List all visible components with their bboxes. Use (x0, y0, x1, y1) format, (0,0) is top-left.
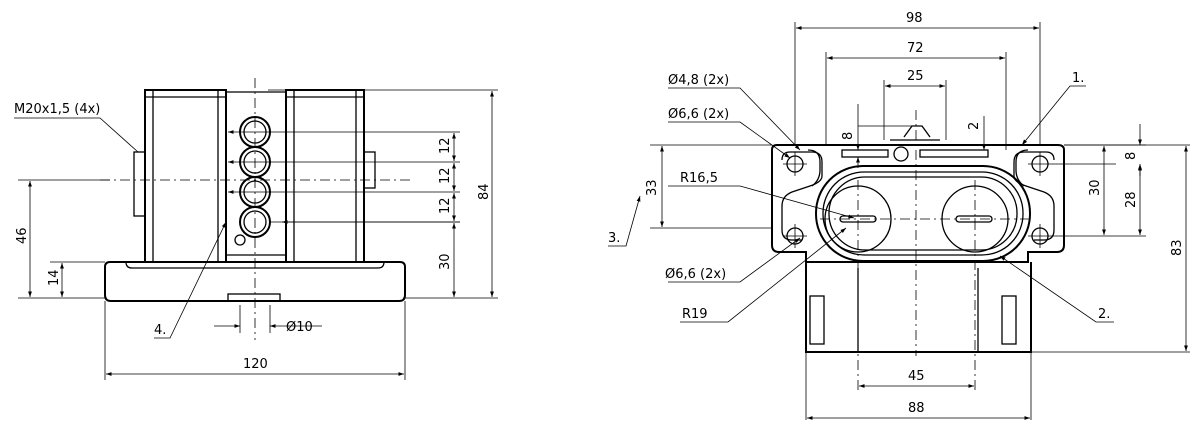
leader-callout-3 (608, 195, 641, 247)
front-view: M20x1,5 (4x) 120 84 46 14 30 12 12 12 Ø1… (14, 78, 498, 380)
callout-2-label: 2. (1098, 307, 1110, 322)
leader-d66-bottom (668, 237, 801, 283)
thread-label: M20x1,5 (4x) (14, 102, 100, 117)
top-bar-left (841, 149, 889, 158)
callout-1-label: 1. (1072, 71, 1084, 86)
leader-d48 (668, 87, 801, 151)
oval-middle (822, 171, 1024, 256)
leader-r19 (680, 227, 847, 323)
dim-12a-label: 12 (438, 137, 453, 154)
dim-14-label: 14 (47, 269, 62, 286)
top-pin (893, 146, 909, 162)
top-bar-right (919, 149, 989, 158)
lower-body-outline (805, 262, 1032, 353)
dim-30-label: 30 (438, 253, 453, 270)
top-tab (903, 125, 931, 138)
left-housing-outline (144, 89, 227, 263)
dim-2-label: 2 (967, 122, 982, 130)
leader-callout-2 (999, 255, 1114, 323)
dim-98-label: 98 (906, 11, 923, 26)
oval-inner (828, 176, 1018, 251)
hole-d66-top-label: Ø6,6 (2x) (668, 107, 729, 122)
dim-d10-label: Ø10 (286, 320, 313, 335)
radius-19-label: R19 (682, 307, 708, 322)
base-slot (227, 293, 281, 302)
top-view: 98 72 25 8 2 Ø4,8 (2x) Ø6,6 (2x) R16,5 Ø… (608, 11, 1190, 420)
right-thread-stub (363, 151, 376, 189)
dim-12b-label: 12 (438, 167, 453, 184)
hole-d48-label: Ø4,8 (2x) (668, 73, 729, 88)
dim-8-right-label: 8 (1124, 152, 1139, 160)
radius-165-label: R16,5 (680, 171, 718, 186)
lower-slot-right (1001, 295, 1017, 345)
dim-12c-label: 12 (438, 197, 453, 214)
dim-30-label: 30 (1088, 179, 1103, 196)
dim-33-label: 33 (645, 179, 660, 196)
dim-45-label: 45 (908, 369, 925, 384)
clamp-arm-right (1015, 149, 1029, 187)
callout-3-label: 3. (608, 231, 620, 246)
thread-leader (14, 117, 139, 153)
dim-83-label: 83 (1170, 239, 1185, 256)
dim-8-left-label: 8 (841, 132, 856, 140)
dim-25-label: 25 (907, 69, 924, 84)
dim-84-label: 84 (477, 183, 492, 200)
dim-88-label: 88 (908, 401, 925, 416)
leader-r165 (668, 185, 855, 219)
clamp-arm-left (807, 149, 821, 187)
callout-4-leader (154, 221, 227, 339)
dim-28-label: 28 (1124, 191, 1139, 208)
flange-inner-left (781, 151, 823, 241)
right-housing-outline (285, 89, 365, 263)
leader-callout-1 (1021, 85, 1086, 146)
small-pin (234, 234, 246, 246)
callout-4-label: 4. (154, 323, 166, 338)
dim-120-label: 120 (243, 357, 268, 372)
oval-outer (815, 165, 1031, 262)
base-plate-outline (104, 261, 406, 302)
hole-d66-bottom-label: Ø6,6 (2x) (665, 267, 726, 282)
dim-72-label: 72 (907, 41, 924, 56)
left-thread-stub (133, 151, 146, 217)
flange-outline (771, 144, 1065, 263)
leader-d66-top (668, 121, 791, 159)
dim-46-label: 46 (15, 227, 30, 244)
lower-slot-left (809, 295, 825, 345)
